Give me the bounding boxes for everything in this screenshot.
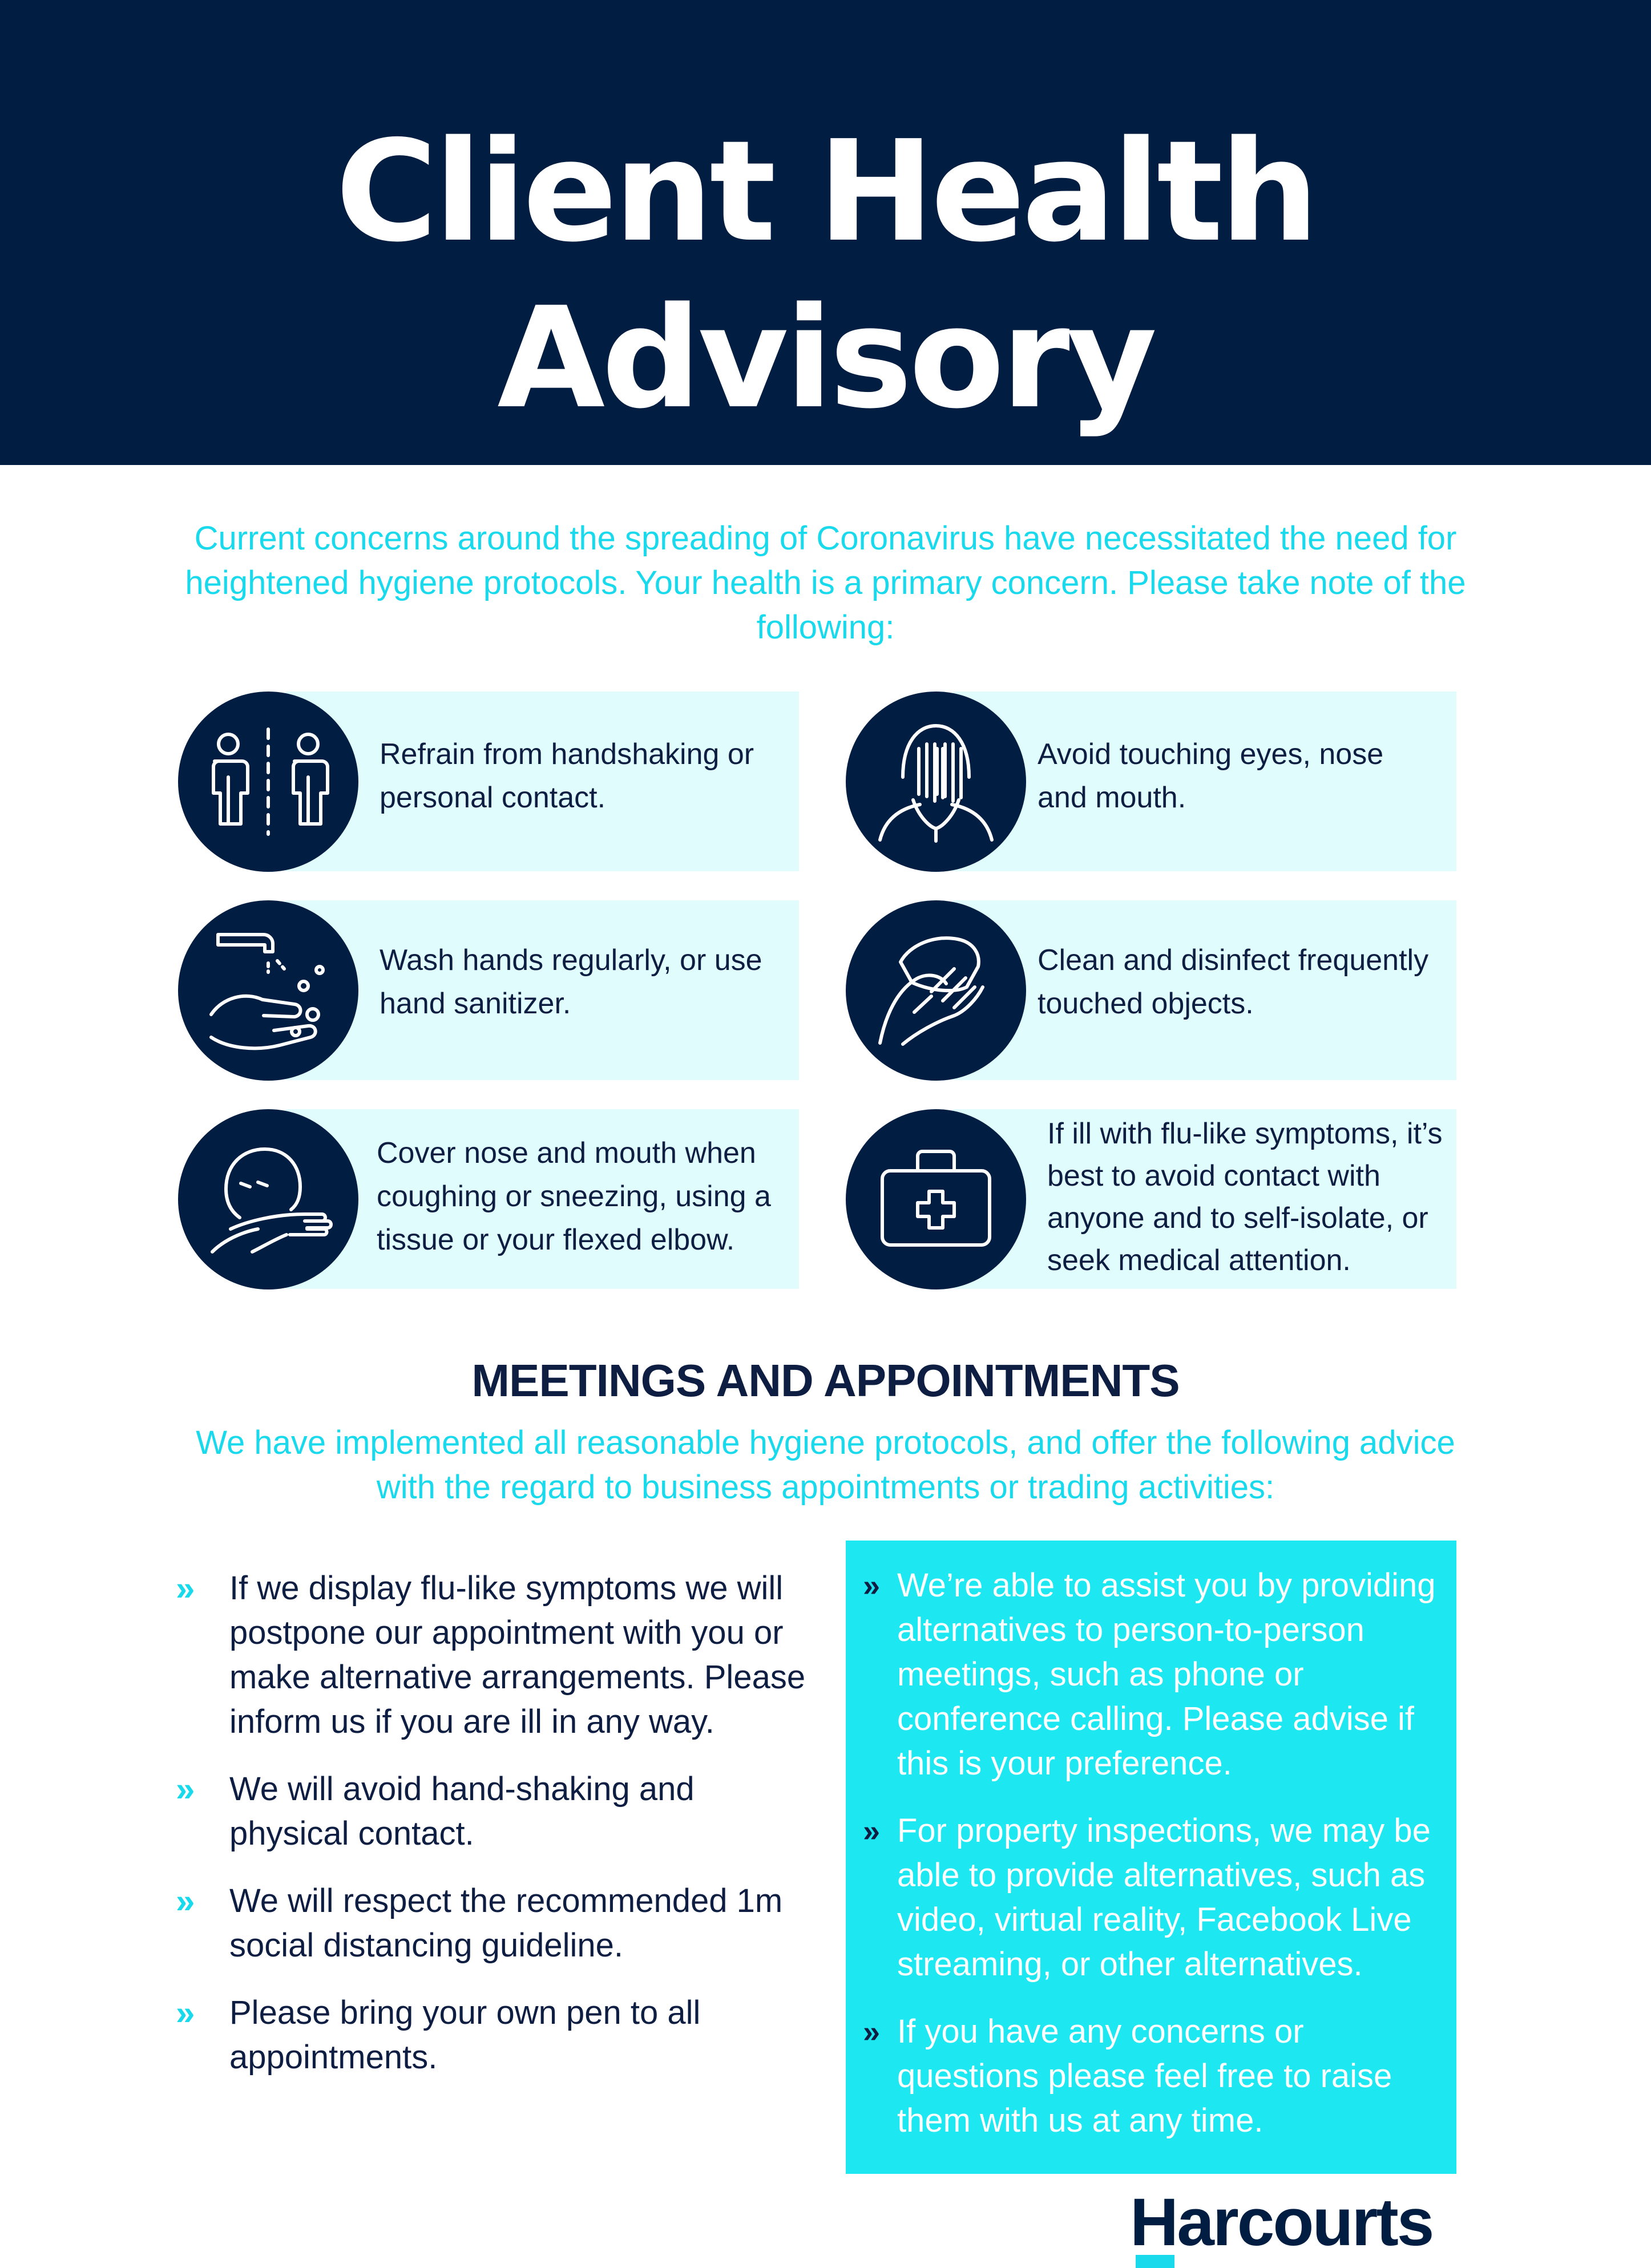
- meetings-heading: MEETINGS AND APPOINTMENTS: [471, 1355, 1180, 1406]
- page-title: Client Health Advisory: [0, 108, 1651, 442]
- chevron-bullet-icon: »: [863, 1568, 881, 1603]
- hand-washing-icon: [178, 900, 358, 1081]
- chevron-bullet-icon: »: [863, 2015, 881, 2049]
- list-item: »We will avoid hand-shaking and physical…: [171, 1767, 816, 1856]
- list-item: »If we display flu-like symptoms we will…: [171, 1566, 816, 1744]
- list-item: »Please bring your own pen to all appoin…: [171, 1991, 816, 2080]
- tip-text-face-touch: Avoid touching eyes, nose and mouth.: [1038, 738, 1384, 814]
- tip-box-no-contact: [285, 692, 799, 871]
- tip-box-cough-elbow: [285, 1109, 799, 1289]
- tip-text-cough-elbow: Cover nose and mouth when coughing or sn…: [377, 1137, 771, 1256]
- first-aid-kit-icon: [846, 1109, 1026, 1289]
- chevron-bullet-icon: »: [176, 1770, 195, 1808]
- chevron-bullet-icon: »: [863, 1814, 881, 1848]
- chevron-bullet-icon: »: [176, 1994, 195, 2032]
- tip-box-hand-washing: [285, 900, 799, 1080]
- cough-elbow-icon: [178, 1109, 358, 1289]
- logo-accent-bar: [1136, 2255, 1174, 2268]
- meetings-left-list: »If we display flu-like symptoms we will…: [171, 1566, 816, 2103]
- list-item: »If you have any concerns or questions p…: [863, 2010, 1445, 2143]
- list-item: »For property inspections, we may be abl…: [863, 1809, 1445, 1987]
- face-touch-icon: [846, 692, 1026, 872]
- tip-box-face-touch: [953, 692, 1456, 871]
- list-item: »We’re able to assist you by providing a…: [863, 1563, 1445, 1786]
- chevron-bullet-icon: »: [176, 1882, 195, 1920]
- list-item: »We will respect the recommended 1m soci…: [171, 1879, 816, 1968]
- cleaning-icon: [846, 900, 1026, 1081]
- tip-text-cleaning: Clean and disinfect frequently touched o…: [1038, 944, 1429, 1020]
- chevron-bullet-icon: »: [176, 1569, 195, 1607]
- title-line-1: Client Health: [335, 111, 1319, 273]
- intro-text: Current concerns around the spreading of…: [185, 520, 1466, 646]
- harcourts-logo: Harcourts: [1130, 2185, 1434, 2260]
- tip-text-no-contact: Refrain from handshaking or personal con…: [380, 738, 754, 814]
- title-line-2: Advisory: [497, 277, 1157, 439]
- meetings-right-list: »We’re able to assist you by providing a…: [863, 1563, 1445, 2166]
- tip-text-hand-washing: Wash hands regularly, or use hand saniti…: [380, 944, 762, 1020]
- no-contact-icon: [178, 692, 358, 872]
- tip-text-first-aid: If ill with flu-like symptoms, it’s best…: [1047, 1117, 1443, 1277]
- tip-box-first-aid: [953, 1109, 1456, 1289]
- meetings-right-panel: »We’re able to assist you by providing a…: [846, 1541, 1456, 2174]
- header-banner: [0, 0, 1651, 465]
- tip-box-cleaning: [953, 900, 1456, 1080]
- meetings-intro: We have implemented all reasonable hygie…: [196, 1424, 1455, 1506]
